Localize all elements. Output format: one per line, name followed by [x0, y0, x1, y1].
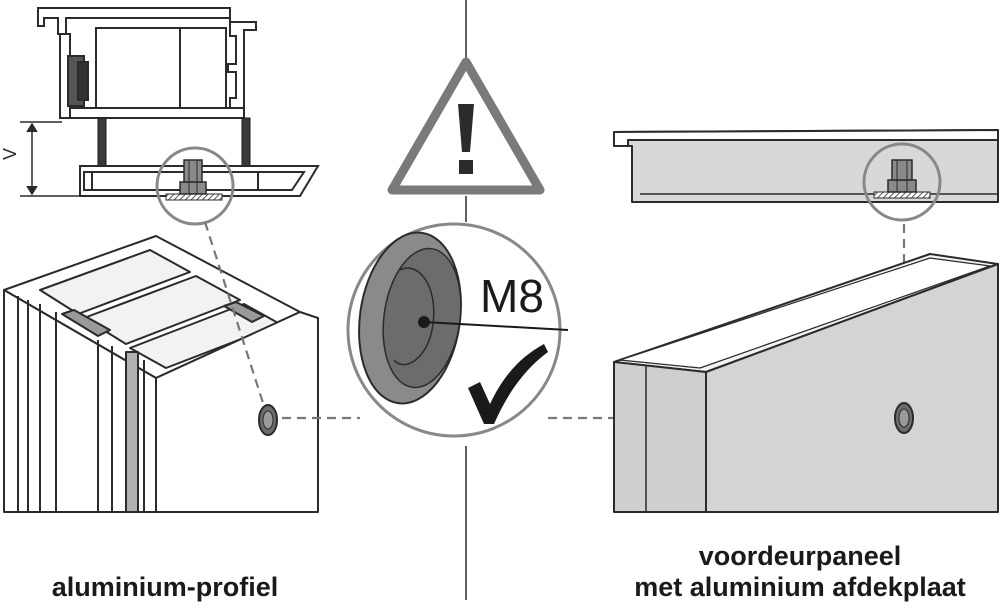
bolt-size-label: M8 — [480, 270, 544, 322]
nut-right — [894, 402, 914, 434]
caption-door-panel-line1: voordeurpaneel — [698, 541, 902, 571]
door-panel-drawing — [613, 253, 999, 513]
warning-triangle-icon — [387, 57, 545, 195]
caption-door-panel-line2: met aluminium afdekplaat — [634, 572, 966, 602]
checkmark-icon — [468, 344, 548, 424]
magnifier-circle-left — [155, 146, 235, 226]
aluminium-profile-drawing — [3, 235, 319, 513]
dimension-label: V — [0, 148, 20, 160]
caption-aluminium-profile: aluminium-profiel — [51, 572, 279, 602]
profile-section-drawing — [37, 7, 320, 197]
dimension-indicator — [20, 121, 80, 197]
nut-left — [258, 404, 278, 436]
zoom-circle — [346, 222, 569, 438]
magnifier-circle-right — [862, 142, 942, 222]
